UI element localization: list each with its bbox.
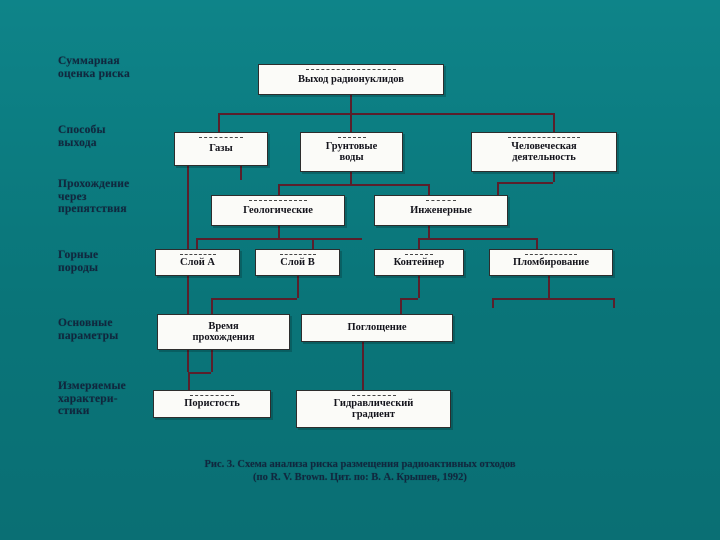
node-layer-a[interactable]: Слой А — [155, 249, 240, 276]
node-absorption-label: Поглощение — [347, 322, 407, 334]
node-layer-a-label: Слой А — [180, 256, 215, 268]
connector-sealing-l — [492, 298, 494, 308]
connector-layerB-down — [297, 276, 299, 298]
connector-geolog-down — [278, 226, 280, 238]
connector-to-sealing — [536, 238, 538, 249]
connector-gases-stub-right — [240, 166, 242, 180]
connector-row4-bus-r — [418, 238, 536, 240]
connector-row6-bus-l — [188, 372, 211, 374]
node-gases-label: Газы — [209, 143, 233, 155]
connector-to-layerB — [312, 238, 314, 249]
connector-to-gradient — [362, 360, 364, 390]
node-hydraulic-gradient-dash — [351, 395, 396, 396]
row-label-parameters: Основные параметры — [58, 317, 119, 342]
connector-root-down — [350, 95, 352, 113]
connector-human-left — [497, 182, 499, 196]
connector-enginr-down — [428, 226, 430, 238]
connector-to-human — [553, 113, 555, 132]
node-container-dash — [405, 254, 433, 255]
connector-gases-stub-left — [187, 166, 189, 184]
node-gases-dash — [199, 137, 243, 138]
connector-to-contnr — [418, 238, 420, 249]
node-porosity[interactable]: Пористость — [153, 390, 271, 418]
figure-caption-line1: Рис. 3. Схема анализа риска размещения р… — [204, 459, 516, 470]
node-geological[interactable]: Геологические — [211, 195, 345, 226]
connector-absorb-down — [362, 342, 364, 360]
row-label-total-risk: Суммарная оценка риска — [58, 55, 130, 80]
connector-water-down — [350, 172, 352, 184]
node-human-activity-dash — [508, 137, 580, 138]
row-label-measured: Измеряемые характери- стики — [58, 380, 126, 417]
node-groundwater-label: Грунтовые воды — [325, 140, 378, 164]
connector-row3-bus — [278, 184, 428, 186]
node-transit-time-label: Время прохождения — [192, 320, 255, 344]
node-engineering[interactable]: Инженерные — [374, 195, 508, 226]
node-layer-b-dash — [279, 254, 316, 255]
connector-sealing-down — [548, 276, 550, 298]
connector-to-layerA — [196, 238, 198, 249]
figure-caption-line2: (по R. V. Brown. Цит. по: В. А. Крышев, … — [253, 472, 467, 483]
row-label-rocks: Горные породы — [58, 249, 99, 274]
node-transit-time[interactable]: Время прохождения — [157, 314, 290, 350]
node-layer-b[interactable]: Слой В — [255, 249, 340, 276]
node-layer-a-dash — [179, 254, 216, 255]
row-label-barriers: Прохождение через препятствия — [58, 178, 130, 215]
node-human-activity-label: Человеческая деятельность — [511, 140, 577, 164]
node-geological-dash — [249, 200, 307, 201]
node-geological-label: Геологические — [243, 204, 313, 216]
node-sealing[interactable]: Пломбирование — [489, 249, 613, 276]
connector-row5-bus-l — [211, 298, 297, 300]
connector-to-enginr — [428, 184, 430, 195]
connector-sealing-r — [613, 298, 615, 308]
node-absorption[interactable]: Поглощение — [301, 314, 453, 342]
connector-row5-bus-c — [400, 298, 418, 300]
connector-sealing-bus — [492, 298, 614, 300]
node-layer-b-label: Слой В — [280, 256, 315, 268]
node-root-dash — [306, 69, 396, 70]
node-container-label: Контейнер — [393, 256, 445, 268]
node-root[interactable]: Выход радионуклидов — [258, 64, 444, 95]
node-hydraulic-gradient[interactable]: Гидравлический градиент — [296, 390, 451, 428]
connector-to-water — [350, 113, 352, 132]
node-sealing-label: Пломбирование — [512, 256, 590, 268]
connector-to-porosity — [188, 372, 190, 390]
connector-row2-bus — [218, 113, 554, 115]
node-engineering-dash — [426, 200, 456, 201]
node-porosity-dash — [190, 395, 234, 396]
connector-to-absorb — [400, 298, 402, 314]
node-groundwater[interactable]: Грунтовые воды — [300, 132, 403, 172]
node-hydraulic-gradient-label: Гидравлический градиент — [333, 397, 414, 421]
node-container[interactable]: Контейнер — [374, 249, 464, 276]
connector-gases-rail — [187, 184, 189, 372]
node-groundwater-dash — [337, 137, 366, 138]
node-human-activity[interactable]: Человеческая деятельность — [471, 132, 617, 172]
node-porosity-label: Пористость — [184, 398, 240, 410]
connector-time-down — [211, 350, 213, 372]
connector-to-gases — [218, 113, 220, 132]
node-root-label: Выход радионуклидов — [298, 73, 404, 85]
connector-row4-bus-l — [196, 238, 362, 240]
connector-human-down — [553, 172, 555, 182]
row-label-release: Способы выхода — [58, 124, 106, 149]
connector-to-time — [211, 298, 213, 314]
node-engineering-label: Инженерные — [410, 204, 472, 216]
connector-contnr-down — [418, 276, 420, 298]
node-sealing-dash — [525, 254, 577, 255]
connector-human-bus — [497, 182, 553, 184]
connector-to-geolog — [278, 184, 280, 195]
node-gases[interactable]: Газы — [174, 132, 268, 166]
